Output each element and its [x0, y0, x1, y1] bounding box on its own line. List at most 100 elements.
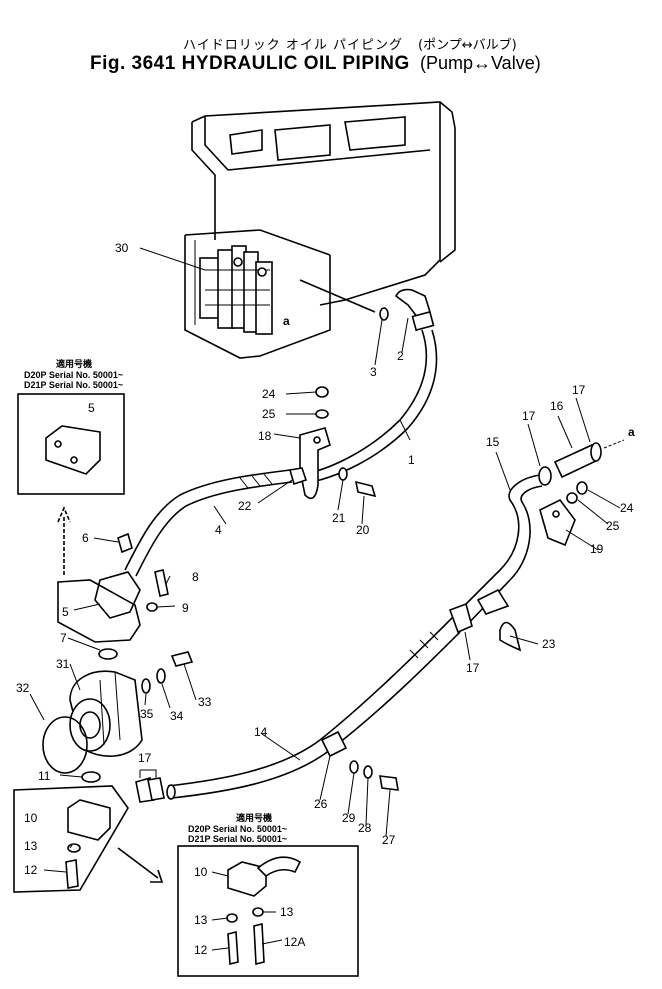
hose-1-outline-b: [301, 329, 438, 485]
nut-24: [315, 386, 329, 398]
serial-bottom-line1: D20P Serial No. 50001~: [188, 824, 287, 834]
hose-16-end: [590, 442, 602, 462]
callout-17-c: 17: [522, 409, 536, 423]
pipe-14-hatching: [409, 631, 439, 659]
callout-4: 4: [215, 523, 222, 537]
washer-13: [67, 843, 81, 853]
pipe-15-outline-a: [449, 474, 541, 621]
washer-21: [338, 467, 348, 481]
o-ring-11: [81, 771, 101, 783]
serial-bottom-heading: 適用号機: [236, 812, 272, 823]
arrow-up-to-inset: [57, 505, 71, 575]
bolt-8: [154, 569, 169, 597]
serial-top-line2: D21P Serial No. 50001~: [24, 380, 123, 390]
hose-4-outline-a: [124, 469, 291, 571]
callout-5-inset: 5: [88, 401, 95, 415]
serial-top-heading: 適用号機: [56, 358, 92, 369]
serial-bottom-line2: D21P Serial No. 50001~: [188, 834, 287, 844]
hydraulic-pump-31: [69, 670, 143, 757]
callout-29: 29: [342, 811, 356, 825]
flange-5-box: [57, 579, 141, 643]
control-valve-30: [199, 245, 273, 335]
fitting-6: [117, 532, 133, 554]
title-japanese-paren: (ポンプ↔バルブ): [418, 38, 517, 53]
bolt-27: [379, 775, 399, 791]
hose-4-outline-b: [135, 481, 293, 577]
callout-7: 7: [60, 631, 67, 645]
callout-12A-inset: 12A: [284, 935, 305, 949]
callout-22: 22: [238, 499, 252, 513]
callout-2: 2: [397, 349, 404, 363]
washer-28: [363, 765, 373, 779]
inset-box-top: [17, 393, 125, 495]
elbow-fitting-2: [379, 288, 435, 332]
bolt-33: [170, 651, 194, 667]
washer-35: [141, 678, 151, 694]
callout-11: 11: [38, 769, 51, 783]
pipe-15-outline-b: [461, 485, 543, 631]
callout-19: 19: [590, 542, 604, 556]
reference-a-label: a: [283, 314, 290, 328]
title-english-paren: (Pump↔Valve): [420, 53, 541, 73]
callout-21: 21: [332, 511, 346, 525]
hose-clamp-17-d: [538, 466, 552, 486]
callout-30: 30: [115, 241, 129, 255]
callout-33: 33: [198, 695, 212, 709]
callout-6: 6: [82, 531, 89, 545]
callout-1: 1: [408, 453, 415, 467]
callout-14: 14: [254, 725, 268, 739]
inset-box-bottom-right: [177, 845, 359, 977]
washer-25: [315, 409, 329, 419]
callout-25-b: 25: [606, 519, 620, 533]
pipe-15-fitting: [476, 588, 510, 615]
figure-title-text: HYDRAULIC OIL PIPING: [181, 53, 410, 74]
callout-13: 13: [24, 839, 38, 853]
washer-9: [146, 602, 158, 612]
callout-12-inset: 12: [194, 943, 208, 957]
callout-32: 32: [16, 681, 30, 695]
callout-3: 3: [370, 365, 377, 379]
hose-4-ferrule: [239, 473, 273, 489]
callout-17-b: 17: [466, 661, 480, 675]
callout-34: 34: [170, 709, 184, 723]
hose-16-lead: [603, 439, 625, 449]
o-ring-32: [42, 716, 88, 774]
inset-box-bottom-left: [13, 785, 129, 893]
flange-10-variant: [227, 861, 267, 897]
callout-18: 18: [258, 429, 272, 443]
callout-9: 9: [182, 601, 189, 615]
callout-15: 15: [486, 435, 500, 449]
clamp-17-bracket: [139, 769, 157, 778]
bolt-12-inset: [227, 930, 239, 966]
callout-27: 27: [382, 833, 396, 847]
bolt-20: [354, 480, 377, 498]
figure-title: Fig. 3641 HYDRAULIC OIL PIPING: [90, 53, 410, 75]
callout-10-inset: 10: [194, 865, 208, 879]
callout-24-a: 24: [262, 387, 276, 401]
washer-29: [349, 760, 359, 774]
bracket-19: [539, 498, 576, 547]
callout-35: 35: [140, 707, 154, 721]
clamp-26: [320, 730, 348, 758]
flange-10: [67, 799, 111, 841]
o-ring-7: [98, 648, 118, 660]
callout-13-inset-b: 13: [280, 905, 294, 919]
callout-31: 31: [56, 657, 70, 671]
callout-5: 5: [62, 605, 69, 619]
title-japanese: ハイドロリック オイル パイピング: [183, 38, 404, 53]
callout-12: 12: [24, 863, 38, 877]
washer-13-inset-a: [226, 913, 238, 923]
bolt-12: [65, 859, 79, 889]
callout-25-a: 25: [262, 407, 276, 421]
flange-10-variant-neck: [256, 856, 302, 878]
hose-clamp-17-c: [448, 602, 473, 634]
callout-23: 23: [542, 637, 556, 651]
callout-8: 8: [192, 570, 199, 584]
inset-flange-5: [45, 425, 101, 475]
fitting-22: [288, 467, 308, 486]
machine-body-drawing: a: [184, 101, 456, 359]
clamp-bracket-18: [299, 427, 331, 500]
hose-clamp-17-b: [147, 777, 165, 801]
